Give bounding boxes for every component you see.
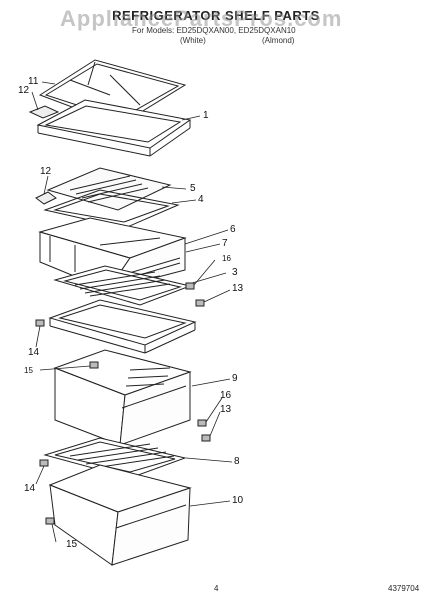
- diagram-title: REFRIGERATOR SHELF PARTS: [112, 8, 320, 23]
- variant-white: (White): [180, 36, 206, 45]
- part-12-shelf-trim: [28, 105, 60, 119]
- part-1-shelf-frame: [36, 99, 192, 157]
- callout-4: 4: [198, 194, 204, 205]
- callout-13: 13: [232, 283, 244, 294]
- callout-3: 3: [232, 267, 238, 278]
- watermark: AppliancePartsPros.com: [60, 6, 343, 31]
- callout-10: 10: [232, 495, 244, 506]
- callout-11: 11: [28, 76, 39, 87]
- callout-12: 12: [18, 85, 30, 96]
- document-number: 4379704: [388, 584, 420, 593]
- callout-1: 1: [203, 110, 209, 121]
- callout-12-b: 12: [40, 166, 52, 177]
- callout-8: 8: [234, 456, 240, 467]
- diagram-header: REFRIGERATOR SHELF PARTS: [0, 8, 432, 23]
- callout-16: 16: [222, 254, 231, 263]
- part-5-glass-insert: [46, 167, 172, 211]
- callout-14-b: 14: [24, 483, 36, 494]
- callout-14: 14: [28, 347, 40, 358]
- callout-9: 9: [232, 373, 238, 384]
- part-10-bottom-drawer: [48, 464, 192, 566]
- part-12-second-trim: [35, 191, 57, 205]
- callout-15-b: 15: [66, 539, 78, 550]
- page-number: 4: [214, 584, 219, 593]
- callout-16-b: 16: [220, 390, 232, 401]
- variant-almond: (Almond): [262, 36, 295, 45]
- callout-6: 6: [230, 224, 236, 235]
- callout-13-b: 13: [220, 404, 232, 415]
- callout-15: 15: [24, 366, 33, 375]
- lower-tray-frame: [48, 299, 197, 354]
- model-subline: For Models: ED25DQXAN00, ED25DQXAN10: [132, 26, 296, 35]
- callout-7: 7: [222, 238, 228, 249]
- fastener-clips: [35, 282, 211, 525]
- part-9-meat-drawer: [53, 349, 192, 446]
- leader-lines: [31, 81, 233, 543]
- callout-5: 5: [190, 183, 196, 194]
